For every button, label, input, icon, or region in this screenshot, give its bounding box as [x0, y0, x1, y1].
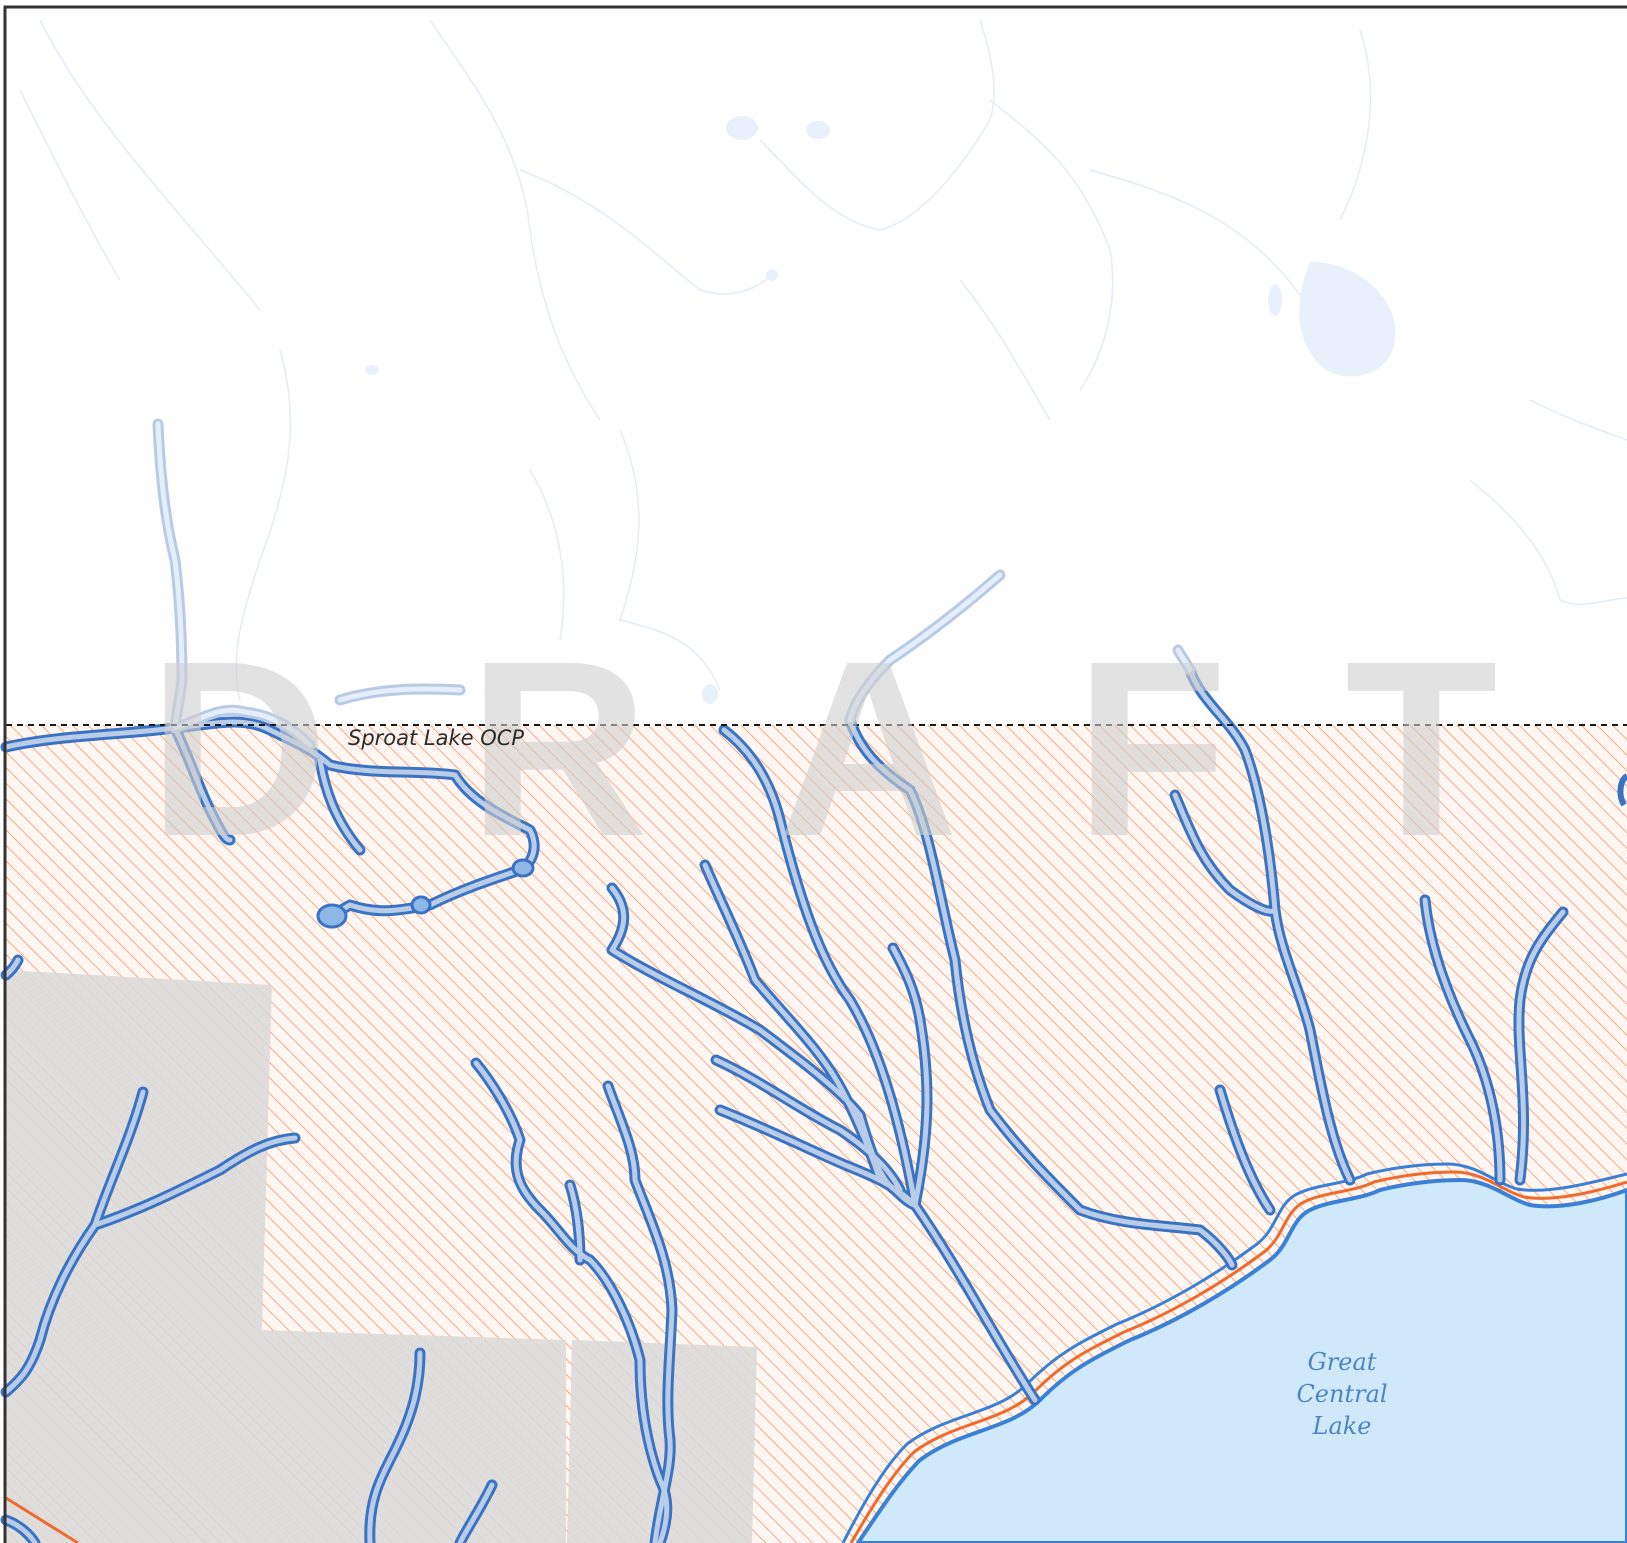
- lake-label: Great Central Lake: [1296, 1348, 1387, 1440]
- draft-watermark: D R A F T: [148, 609, 1498, 888]
- shoreline-outer: [841, 1162, 1627, 1543]
- draft-letter-f: F: [1075, 609, 1228, 888]
- lake-label-line-1: Great: [1308, 1348, 1377, 1376]
- lake-label-line-2: Central: [1296, 1380, 1387, 1408]
- faint-streams-north: [152, 418, 1196, 751]
- draft-letter-a: A: [778, 609, 959, 888]
- faint-streams: [19, 19, 1627, 701]
- edge-feature: [1617, 773, 1627, 807]
- shoreline-offset: [849, 1170, 1627, 1543]
- gray-parcels: [6, 970, 757, 1543]
- ocp-area-label: Sproat Lake OCP: [348, 726, 524, 750]
- small-ponds: [316, 858, 535, 929]
- streams-core: [3, 667, 1566, 1543]
- draft-letter-d: D: [148, 609, 329, 888]
- great-central-lake: [855, 1177, 1627, 1543]
- map-frame: [3, 5, 1627, 1543]
- draft-letter-t: T: [1345, 609, 1498, 888]
- faint-ponds: [365, 116, 1396, 704]
- boundary-offset-southwest: [5, 1496, 79, 1543]
- draft-letter-r: R: [468, 609, 649, 888]
- lake-label-line-3: Lake: [1312, 1412, 1372, 1440]
